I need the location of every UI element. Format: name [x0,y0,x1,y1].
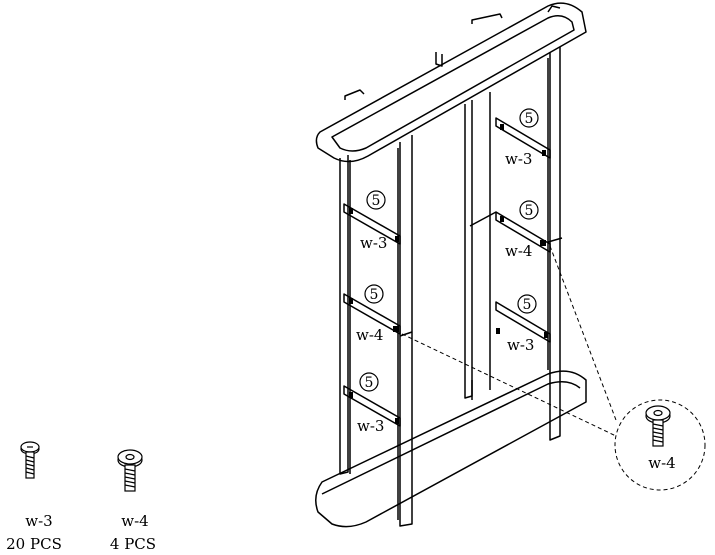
top-tray [315,2,587,163]
step-circle: 5 [519,200,539,220]
screw-label: w-3 [357,417,384,435]
svg-text:5: 5 [525,111,534,127]
part-qty-w3: 20 PCS [6,535,62,553]
screw-label: w-4 [505,242,532,260]
step-circle: 5 [517,294,537,314]
shelf-frame [315,2,587,528]
detail-label: w-4 [648,454,675,472]
rail-screws [349,124,548,424]
left-rail-3 [343,385,401,427]
screw-label: w-3 [360,234,387,252]
step-callouts: 5 5 5 5 5 5 [359,108,539,392]
step-circle: 5 [364,284,384,304]
svg-text:5: 5 [372,193,381,209]
step-circle: 5 [366,190,386,210]
part-code-w4: w-4 [121,512,148,530]
step-circle: 5 [359,372,379,392]
screw-label: w-4 [356,326,383,344]
screw-label: w-3 [505,150,532,168]
part-qty-w4: 4 PCS [110,535,156,553]
screw-labels: w-3 w-4 w-3 w-3 w-4 w-3 [356,150,534,435]
screw-w3-icon [20,441,40,479]
svg-text:5: 5 [365,375,374,391]
left-rail-1 [343,203,401,245]
bottom-tray [315,370,587,528]
parts-legend: w-3 20 PCS w-4 4 PCS [6,441,156,553]
screw-label: w-3 [507,336,534,354]
right-front-post [549,47,561,441]
screw-w4-icon [117,449,143,492]
left-front-post [399,135,413,527]
right-rail-1 [495,117,551,159]
right-rail-3 [495,301,551,343]
right-back-post [464,100,473,399]
detail-screw-w4-icon [645,405,671,447]
svg-text:5: 5 [525,203,534,219]
detail-circle [614,399,706,491]
detail-callout [401,245,706,491]
left-back-post [339,155,349,475]
svg-text:5: 5 [370,287,379,303]
step-circle: 5 [519,108,539,128]
part-code-w3: w-3 [25,512,52,530]
svg-text:5: 5 [523,297,532,313]
right-rail-2 [495,211,551,253]
left-rail-2 [343,293,401,335]
